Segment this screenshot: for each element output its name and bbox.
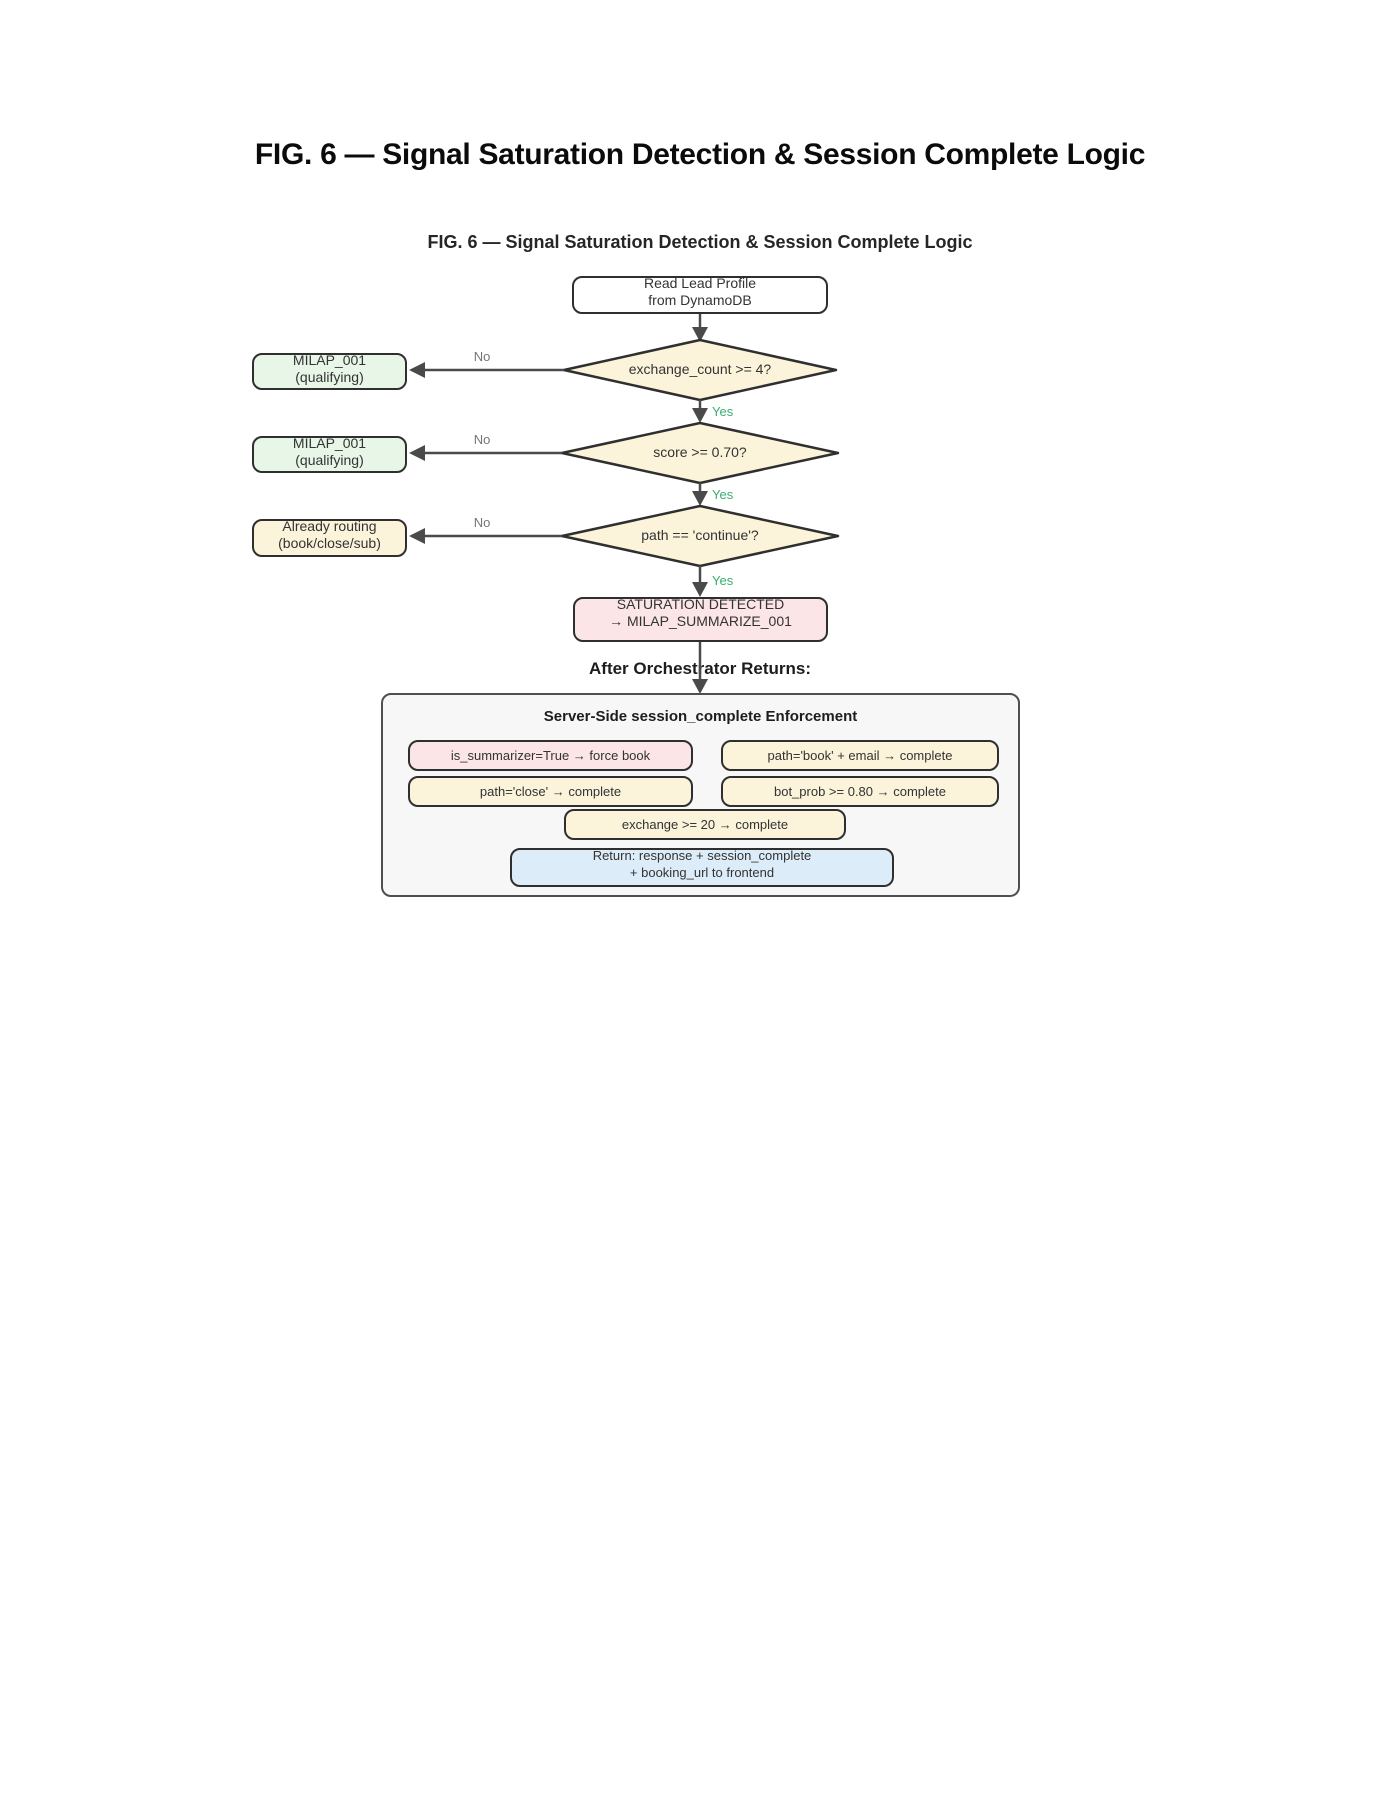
node-milap-001-qualifying-2: MILAP_001 (qualifying): [252, 435, 407, 473]
node-line: (qualifying): [295, 452, 364, 468]
node-line: + booking_url to frontend: [629, 865, 775, 880]
rule-path-book-email: path='book' + email → complete: [721, 740, 999, 771]
rule-exchange-20: exchange >= 20 → complete: [564, 809, 846, 840]
decision-label-score: score >= 0.70?: [653, 444, 747, 460]
node-line: → MILAP_SUMMARIZE_001: [609, 613, 792, 629]
rule-path-close: path='close' → complete: [408, 776, 693, 807]
node-return-frontend: Return: response + session_complete + bo…: [510, 848, 894, 887]
enforcement-title: Server-Side session_complete Enforcement: [543, 708, 858, 725]
edge-label-yes-1: Yes: [712, 404, 734, 419]
node-already-routing: Already routing (book/close/sub): [252, 518, 407, 557]
node-line: Read Lead Profile: [643, 275, 757, 291]
rule-is-summarizer: is_summarizer=True → force book: [408, 740, 693, 771]
node-read-lead-profile: Read Lead Profile from DynamoDB: [572, 275, 828, 314]
node-line: (qualifying): [295, 369, 364, 385]
node-line: MILAP_001: [292, 352, 367, 368]
node-line: MILAP_001: [292, 435, 367, 451]
edge-label-yes-2: Yes: [712, 487, 734, 502]
edge-label-yes-3: Yes: [712, 573, 734, 588]
flowchart-edges: [409, 314, 840, 597]
node-line: (book/close/sub): [278, 535, 381, 551]
node-saturation-detected: SATURATION DETECTED → MILAP_SUMMARIZE_00…: [573, 596, 828, 642]
edge-start-to-decision1: [692, 314, 708, 342]
decision-label-path: path == 'continue'?: [641, 527, 759, 543]
edge-yes-3: [692, 566, 708, 597]
after-orchestrator-label: After Orchestrator Returns:: [589, 659, 811, 678]
edge-label-no-2: No: [473, 432, 491, 447]
edge-no-2: [409, 445, 562, 461]
node-line: Already routing: [282, 518, 377, 534]
node-line: SATURATION DETECTED: [616, 596, 785, 612]
edge-no-1: [409, 362, 564, 378]
decision-label-exchange-count: exchange_count >= 4?: [628, 361, 772, 377]
edge-yes-1: [692, 400, 708, 423]
figure-subtitle: FIG. 6 — Signal Saturation Detection & S…: [427, 232, 973, 252]
rule-bot-prob: bot_prob >= 0.80 → complete: [721, 776, 999, 807]
node-line: from DynamoDB: [648, 292, 752, 308]
enforcement-container: Server-Side session_complete Enforcement…: [381, 693, 1020, 897]
edge-label-no-1: No: [473, 349, 491, 364]
node-line: Return: response + session_complete: [592, 848, 812, 863]
edge-label-no-3: No: [473, 515, 491, 530]
node-milap-001-qualifying-1: MILAP_001 (qualifying): [252, 352, 407, 390]
edge-no-3: [409, 528, 562, 544]
edge-yes-2: [692, 483, 708, 506]
figure-title: FIG. 6 — Signal Saturation Detection & S…: [254, 138, 1146, 171]
